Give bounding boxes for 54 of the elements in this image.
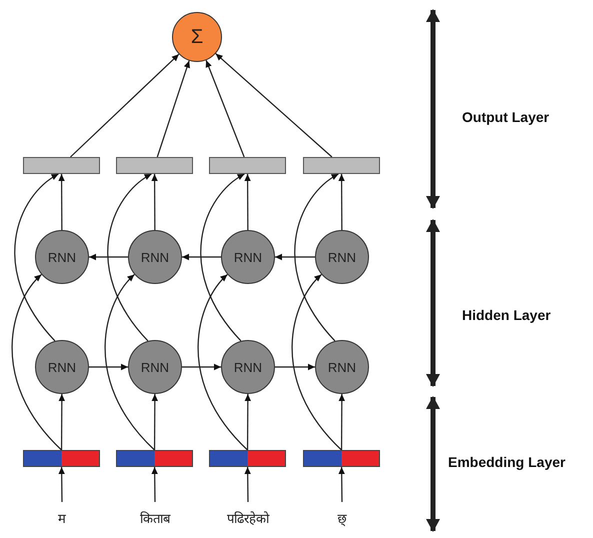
- arrow: [104, 274, 155, 450]
- rnn-circle: RNN: [128, 340, 182, 394]
- rnn-circle: RNN: [315, 230, 369, 284]
- rnn-circle: RNN: [35, 340, 89, 394]
- embedding-bar: [303, 450, 380, 467]
- arrow: [152, 394, 158, 450]
- sum-circle: Σ: [172, 12, 222, 62]
- arrow: [294, 174, 339, 342]
- output-bar: [209, 157, 286, 174]
- word-label: पढिरहेको: [208, 508, 288, 528]
- arrow: [198, 274, 248, 450]
- arrow: [275, 364, 315, 370]
- arrow: [14, 174, 59, 342]
- arrow: [58, 174, 65, 230]
- arrow: [244, 174, 251, 230]
- embedding-bar: [209, 450, 286, 467]
- word-label: किताब: [115, 508, 195, 528]
- layer-label: Hidden Layer: [462, 307, 551, 323]
- arrow: [70, 54, 180, 158]
- arrow: [156, 60, 190, 158]
- arrow: [182, 254, 221, 260]
- output-bar: [303, 157, 380, 174]
- arrow: [292, 274, 342, 450]
- layer-label: Output Layer: [462, 109, 550, 125]
- embedding-bar: [23, 450, 100, 467]
- arrow: [275, 254, 315, 260]
- arrow: [12, 274, 62, 450]
- rnn-circle: RNN: [221, 340, 275, 394]
- arrow: [338, 394, 346, 450]
- layer-label: Embedding Layer: [448, 454, 566, 470]
- embedding-bar: [116, 450, 193, 467]
- arrow: [338, 467, 345, 502]
- rnn-circle: RNN: [221, 230, 275, 284]
- arrow: [182, 364, 221, 370]
- arrow: [107, 174, 152, 342]
- arrow: [58, 467, 65, 502]
- arrow: [89, 254, 128, 260]
- word-label: म: [22, 508, 102, 528]
- word-label: छ्: [302, 508, 382, 528]
- arrow: [58, 394, 66, 450]
- rnn-circle: RNN: [128, 230, 182, 284]
- arrow: [151, 467, 158, 502]
- output-bar: [116, 157, 193, 174]
- arrow: [338, 174, 345, 230]
- arrow: [151, 174, 158, 230]
- arrow: [89, 364, 128, 370]
- rnn-circle: RNN: [315, 340, 369, 394]
- arrow: [244, 394, 252, 450]
- arrow: [244, 467, 251, 502]
- arrow: [215, 53, 332, 158]
- arrow: [206, 60, 245, 158]
- output-bar: [23, 157, 100, 174]
- rnn-circle: RNN: [35, 230, 89, 284]
- arrow: [200, 174, 245, 342]
